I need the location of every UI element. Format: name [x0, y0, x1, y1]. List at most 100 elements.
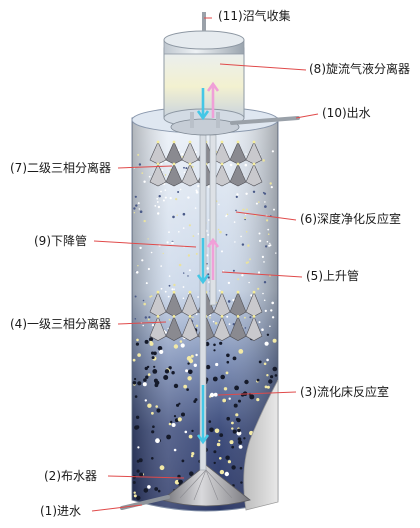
- gas-bubble: [236, 290, 240, 294]
- particle: [136, 469, 140, 473]
- particle: [151, 457, 154, 460]
- particle: [151, 430, 155, 434]
- particle: [261, 255, 264, 258]
- particle: [266, 240, 269, 243]
- particle: [218, 439, 221, 442]
- particle: [160, 162, 163, 165]
- particle: [137, 202, 140, 205]
- particle: [148, 316, 151, 319]
- gas-bubble: [236, 140, 240, 144]
- particle: [231, 465, 236, 470]
- particle: [181, 459, 185, 463]
- gas-bubble: [220, 162, 224, 166]
- particle: [195, 324, 199, 327]
- particle: [263, 299, 266, 302]
- particle: [244, 217, 247, 219]
- particle: [157, 489, 161, 493]
- particle: [176, 403, 180, 407]
- particle: [178, 479, 182, 483]
- particle: [219, 230, 222, 234]
- particle: [250, 294, 253, 297]
- particle: [168, 366, 172, 370]
- label-fluidized-bed-chamber: (3)流化床反应室: [300, 384, 389, 399]
- particle: [187, 362, 190, 365]
- particle: [162, 252, 164, 255]
- particle: [249, 316, 252, 319]
- particle: [134, 318, 137, 320]
- particle: [266, 385, 270, 389]
- particle: [245, 231, 248, 233]
- particle: [142, 299, 145, 302]
- particle: [236, 430, 242, 436]
- flow-down-bottom: [196, 385, 210, 445]
- particle: [206, 254, 209, 257]
- particle: [159, 465, 165, 471]
- particle: [209, 427, 214, 433]
- particle: [182, 227, 185, 229]
- gas-bubble: [236, 162, 240, 166]
- particle: [263, 261, 265, 263]
- particle: [242, 208, 245, 211]
- particle: [191, 429, 194, 433]
- particle: [160, 287, 163, 290]
- particle: [143, 180, 146, 183]
- particle: [164, 189, 167, 191]
- particle: [138, 208, 140, 210]
- leader-line: [117, 321, 167, 325]
- particle: [272, 366, 278, 372]
- particle: [208, 420, 212, 423]
- particle: [239, 466, 243, 470]
- particle: [151, 351, 155, 355]
- particle: [227, 300, 231, 303]
- particle: [228, 397, 231, 400]
- particle: [273, 208, 275, 211]
- particle: [191, 165, 194, 168]
- particle: [233, 221, 236, 223]
- particle: [188, 369, 193, 375]
- particle: [181, 412, 185, 417]
- particle: [269, 242, 271, 245]
- particle: [222, 398, 227, 403]
- particle: [152, 425, 155, 429]
- particle: [190, 354, 194, 358]
- particle: [169, 197, 172, 200]
- particle: [135, 415, 140, 419]
- particle: [245, 192, 248, 195]
- label-secondary-separator: (7)二级三相分离器: [10, 160, 111, 175]
- particle: [167, 295, 170, 298]
- particle: [236, 193, 239, 196]
- particle: [233, 403, 238, 408]
- particle: [197, 233, 200, 235]
- particle: [193, 363, 197, 367]
- particle: [191, 452, 195, 456]
- particle: [160, 190, 162, 193]
- gas-bubble: [252, 162, 256, 166]
- particle: [136, 459, 140, 463]
- particle: [195, 353, 198, 357]
- particle: [225, 233, 228, 236]
- leader-line: [235, 211, 297, 221]
- particle: [197, 296, 200, 298]
- label-cyclone-separator: (8)旋流气液分离器: [309, 61, 410, 76]
- flow-down-downcomer: [196, 238, 210, 285]
- particle: [154, 380, 160, 386]
- particle: [231, 421, 234, 425]
- particle: [195, 191, 199, 194]
- particle: [266, 374, 269, 377]
- particle: [144, 399, 147, 402]
- particle: [235, 417, 239, 421]
- particle: [143, 219, 146, 223]
- gas-bubble: [220, 140, 224, 144]
- label-leaders: [91, 17, 319, 512]
- cyclone-separator-unit: [163, 30, 245, 136]
- particle: [180, 343, 185, 348]
- leader-line: [219, 63, 307, 71]
- particle: [171, 241, 174, 245]
- particle: [144, 339, 149, 344]
- particle: [249, 394, 255, 400]
- particle: [247, 244, 250, 247]
- particle: [151, 411, 154, 415]
- particle: [258, 360, 262, 364]
- particle: [258, 232, 261, 235]
